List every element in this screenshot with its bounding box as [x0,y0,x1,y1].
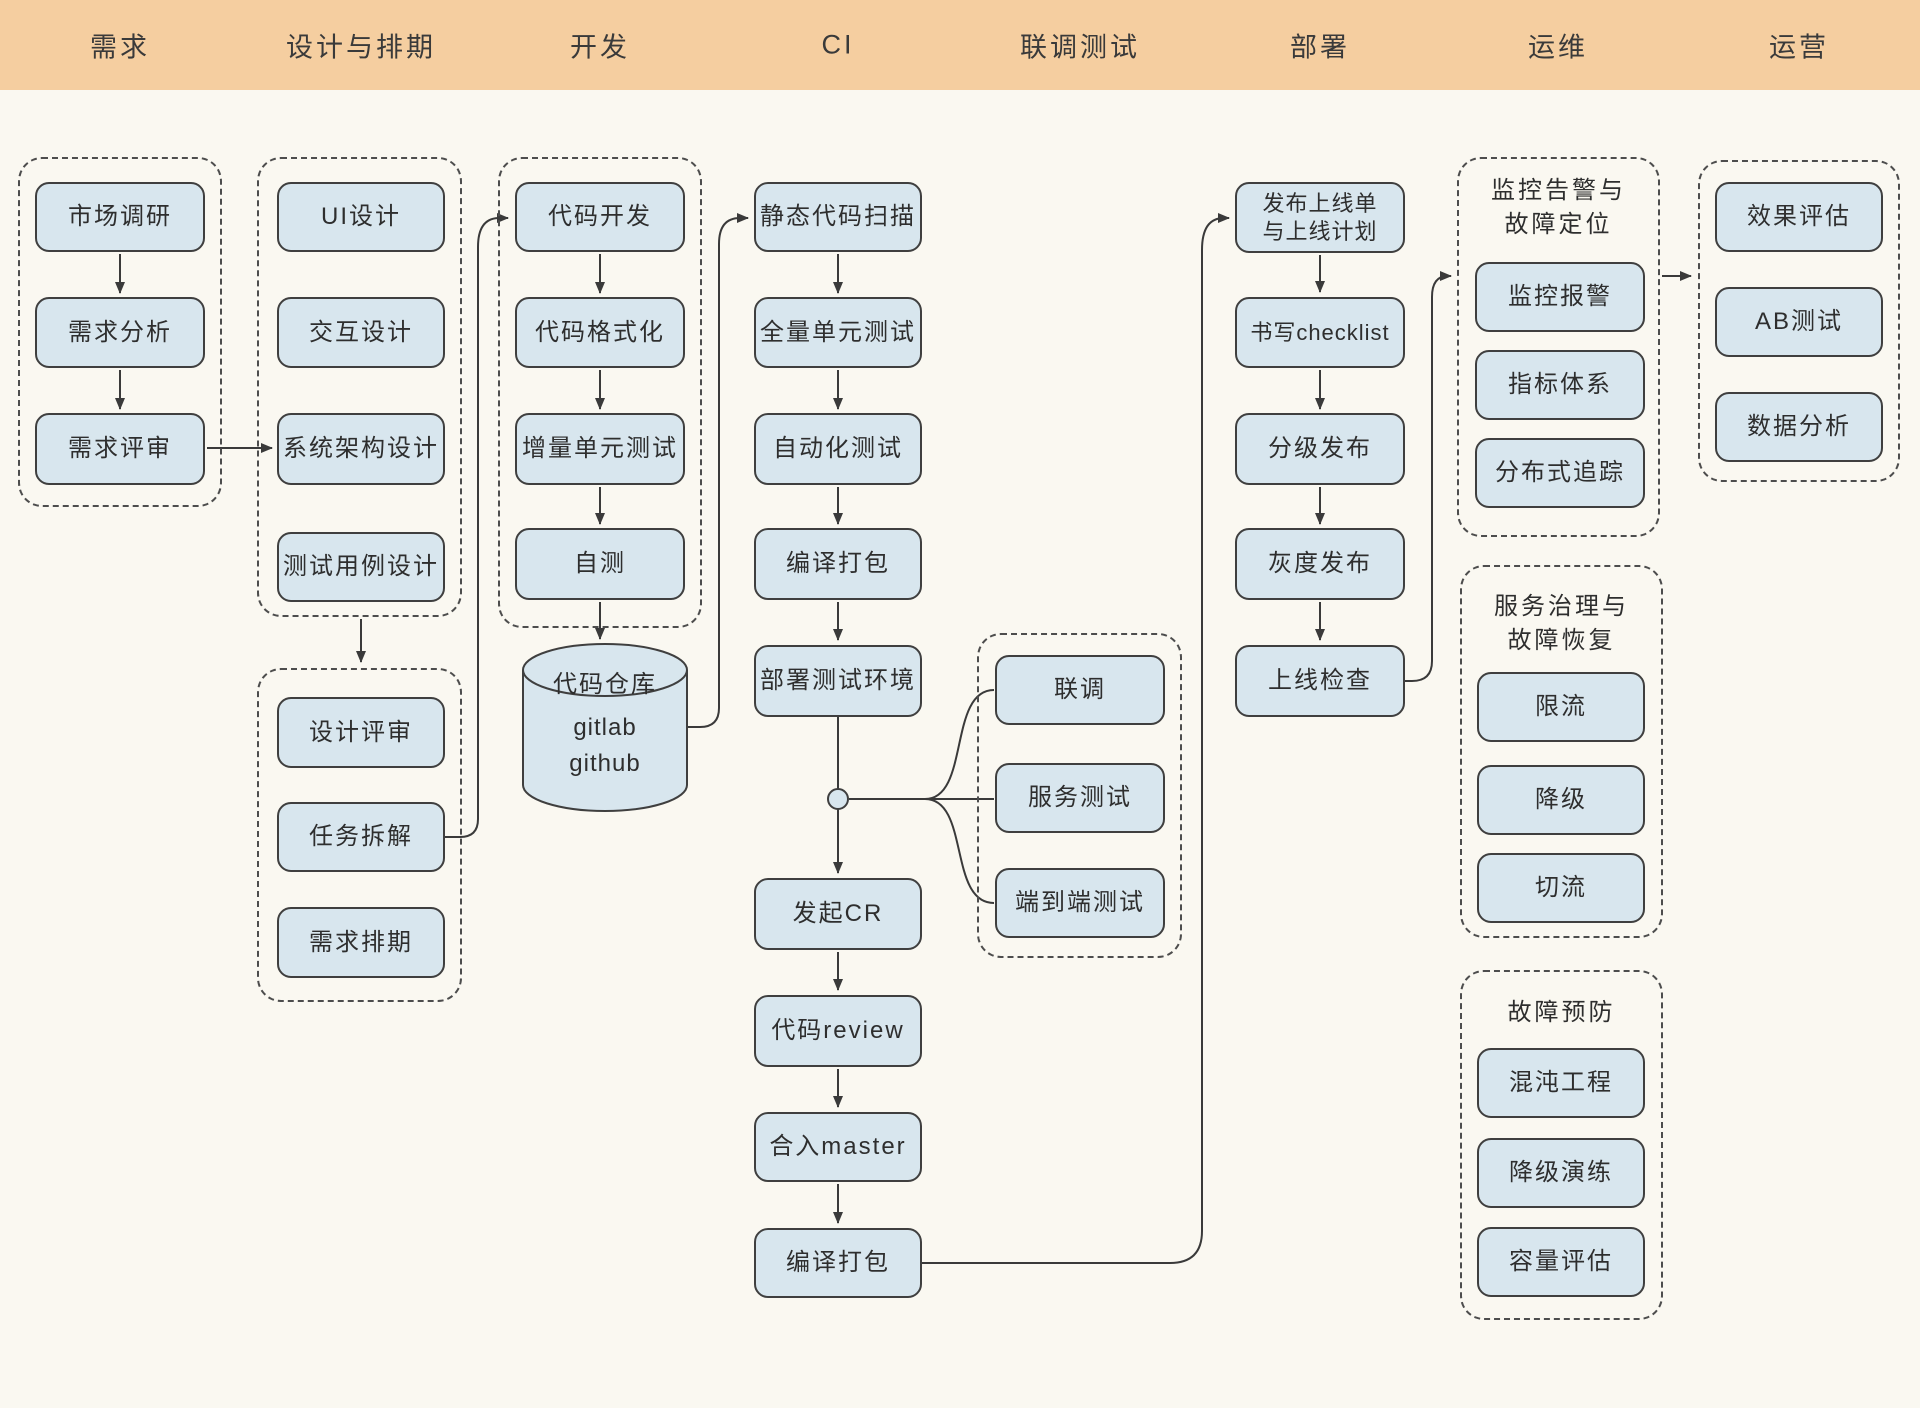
node-self-test[interactable]: 自测 [515,528,685,600]
node-task-breakdown[interactable]: 任务拆解 [277,802,445,872]
node-requirement-scheduling[interactable]: 需求排期 [277,907,445,978]
node-requirement-analysis[interactable]: 需求分析 [35,297,205,368]
node-monitor-alert[interactable]: 监控报警 [1475,262,1645,332]
node-e2e-test[interactable]: 端到端测试 [995,868,1165,938]
node-create-cr[interactable]: 发起CR [754,878,922,950]
edge-junction-to-jointdebug [924,689,995,800]
code-repo-cylinder [522,643,688,812]
group-failure-prevention [1460,970,1663,1320]
node-static-scan[interactable]: 静态代码扫描 [754,182,922,252]
node-distributed-tracing[interactable]: 分布式追踪 [1475,438,1645,508]
node-code-repo-gitlab: gitlab [573,714,637,741]
node-auto-test[interactable]: 自动化测试 [754,413,922,485]
edge-build2-to-releaseplan [922,213,1230,1264]
node-interaction-design[interactable]: 交互设计 [277,297,445,368]
group-title-monitor: 监控告警与 故障定位 [1457,174,1660,242]
node-system-architecture[interactable]: 系统架构设计 [277,413,445,485]
group-title-monitor-line2: 故障定位 [1504,211,1613,238]
node-joint-debug[interactable]: 联调 [995,655,1165,725]
edge-check-to-monitorgroup [1405,271,1452,682]
node-build-package[interactable]: 编译打包 [754,528,922,600]
header-label-requirements: 需求 [90,32,150,63]
node-gray-release[interactable]: 灰度发布 [1235,528,1405,600]
node-downgrade[interactable]: 降级 [1477,765,1645,835]
header-label-design: 设计与排期 [286,32,436,63]
node-rate-limit[interactable]: 限流 [1477,672,1645,742]
node-incremental-unit-test[interactable]: 增量单元测试 [515,413,685,485]
node-chaos-engineering[interactable]: 混沌工程 [1477,1048,1645,1118]
group-title-prevention: 故障预防 [1507,999,1616,1026]
node-code-format[interactable]: 代码格式化 [515,297,685,368]
node-capacity-evaluation[interactable]: 容量评估 [1477,1227,1645,1297]
node-traffic-switch[interactable]: 切流 [1477,853,1645,923]
node-design-review[interactable]: 设计评审 [277,697,445,768]
node-service-test[interactable]: 服务测试 [995,763,1165,833]
header-label-ci: CI [821,29,855,60]
group-title-monitor-line1: 监控告警与 [1491,177,1626,204]
header-bar: 需求 设计与排期 开发 CI 联调测试 部署 运维 运营 [0,0,1920,90]
group-design-upper [257,157,462,617]
node-online-check[interactable]: 上线检查 [1235,645,1405,717]
node-full-unit-test[interactable]: 全量单元测试 [754,297,922,368]
group-title-governance-line1: 服务治理与 [1494,593,1629,620]
group-service-governance [1460,565,1663,938]
node-data-analysis[interactable]: 数据分析 [1715,392,1883,462]
node-release-plan-line2: 与上线计划 [1262,218,1378,244]
node-code-repo-title[interactable]: 代码仓库 [553,671,657,698]
node-ab-test[interactable]: AB测试 [1715,287,1883,357]
header-label-business: 运营 [1769,32,1829,63]
node-code-repo-github: github [569,750,641,777]
node-deploy-test-env[interactable]: 部署测试环境 [754,645,922,717]
group-integration-test [977,633,1182,958]
node-code-dev[interactable]: 代码开发 [515,182,685,252]
edge-repo-to-staticscan [687,213,749,728]
node-release-plan-line1: 发布上线单 [1262,190,1378,216]
node-merge-master[interactable]: 合入master [754,1112,922,1182]
node-code-review[interactable]: 代码review [754,995,922,1067]
header-label-deploy: 部署 [1290,32,1350,63]
edge-taskbreakdown-to-codedev [445,213,509,838]
node-test-case-design[interactable]: 测试用例设计 [277,532,445,602]
group-title-governance: 服务治理与 故障恢复 [1460,590,1663,658]
group-development [498,157,702,628]
junction-dot [827,788,849,810]
node-ui-design[interactable]: UI设计 [277,182,445,252]
node-staged-release[interactable]: 分级发布 [1235,413,1405,485]
node-release-plan[interactable]: 发布上线单 与上线计划 [1235,182,1405,253]
node-metric-system[interactable]: 指标体系 [1475,350,1645,420]
group-business [1698,160,1900,482]
node-build-package-2[interactable]: 编译打包 [754,1228,922,1298]
header-label-integration: 联调测试 [1020,32,1140,63]
group-title-governance-line2: 故障恢复 [1507,627,1616,654]
group-monitor-alert [1457,157,1660,537]
node-market-research[interactable]: 市场调研 [35,182,205,252]
header-label-ops: 运维 [1528,32,1588,63]
node-downgrade-drill[interactable]: 降级演练 [1477,1138,1645,1208]
node-effect-evaluation[interactable]: 效果评估 [1715,182,1883,252]
edge-junction-to-e2e [924,798,995,904]
group-design-lower [257,668,462,1002]
group-requirements [18,157,222,507]
node-write-checklist[interactable]: 书写checklist [1235,297,1405,368]
node-requirement-review[interactable]: 需求评审 [35,413,205,485]
header-label-development: 开发 [570,32,630,63]
